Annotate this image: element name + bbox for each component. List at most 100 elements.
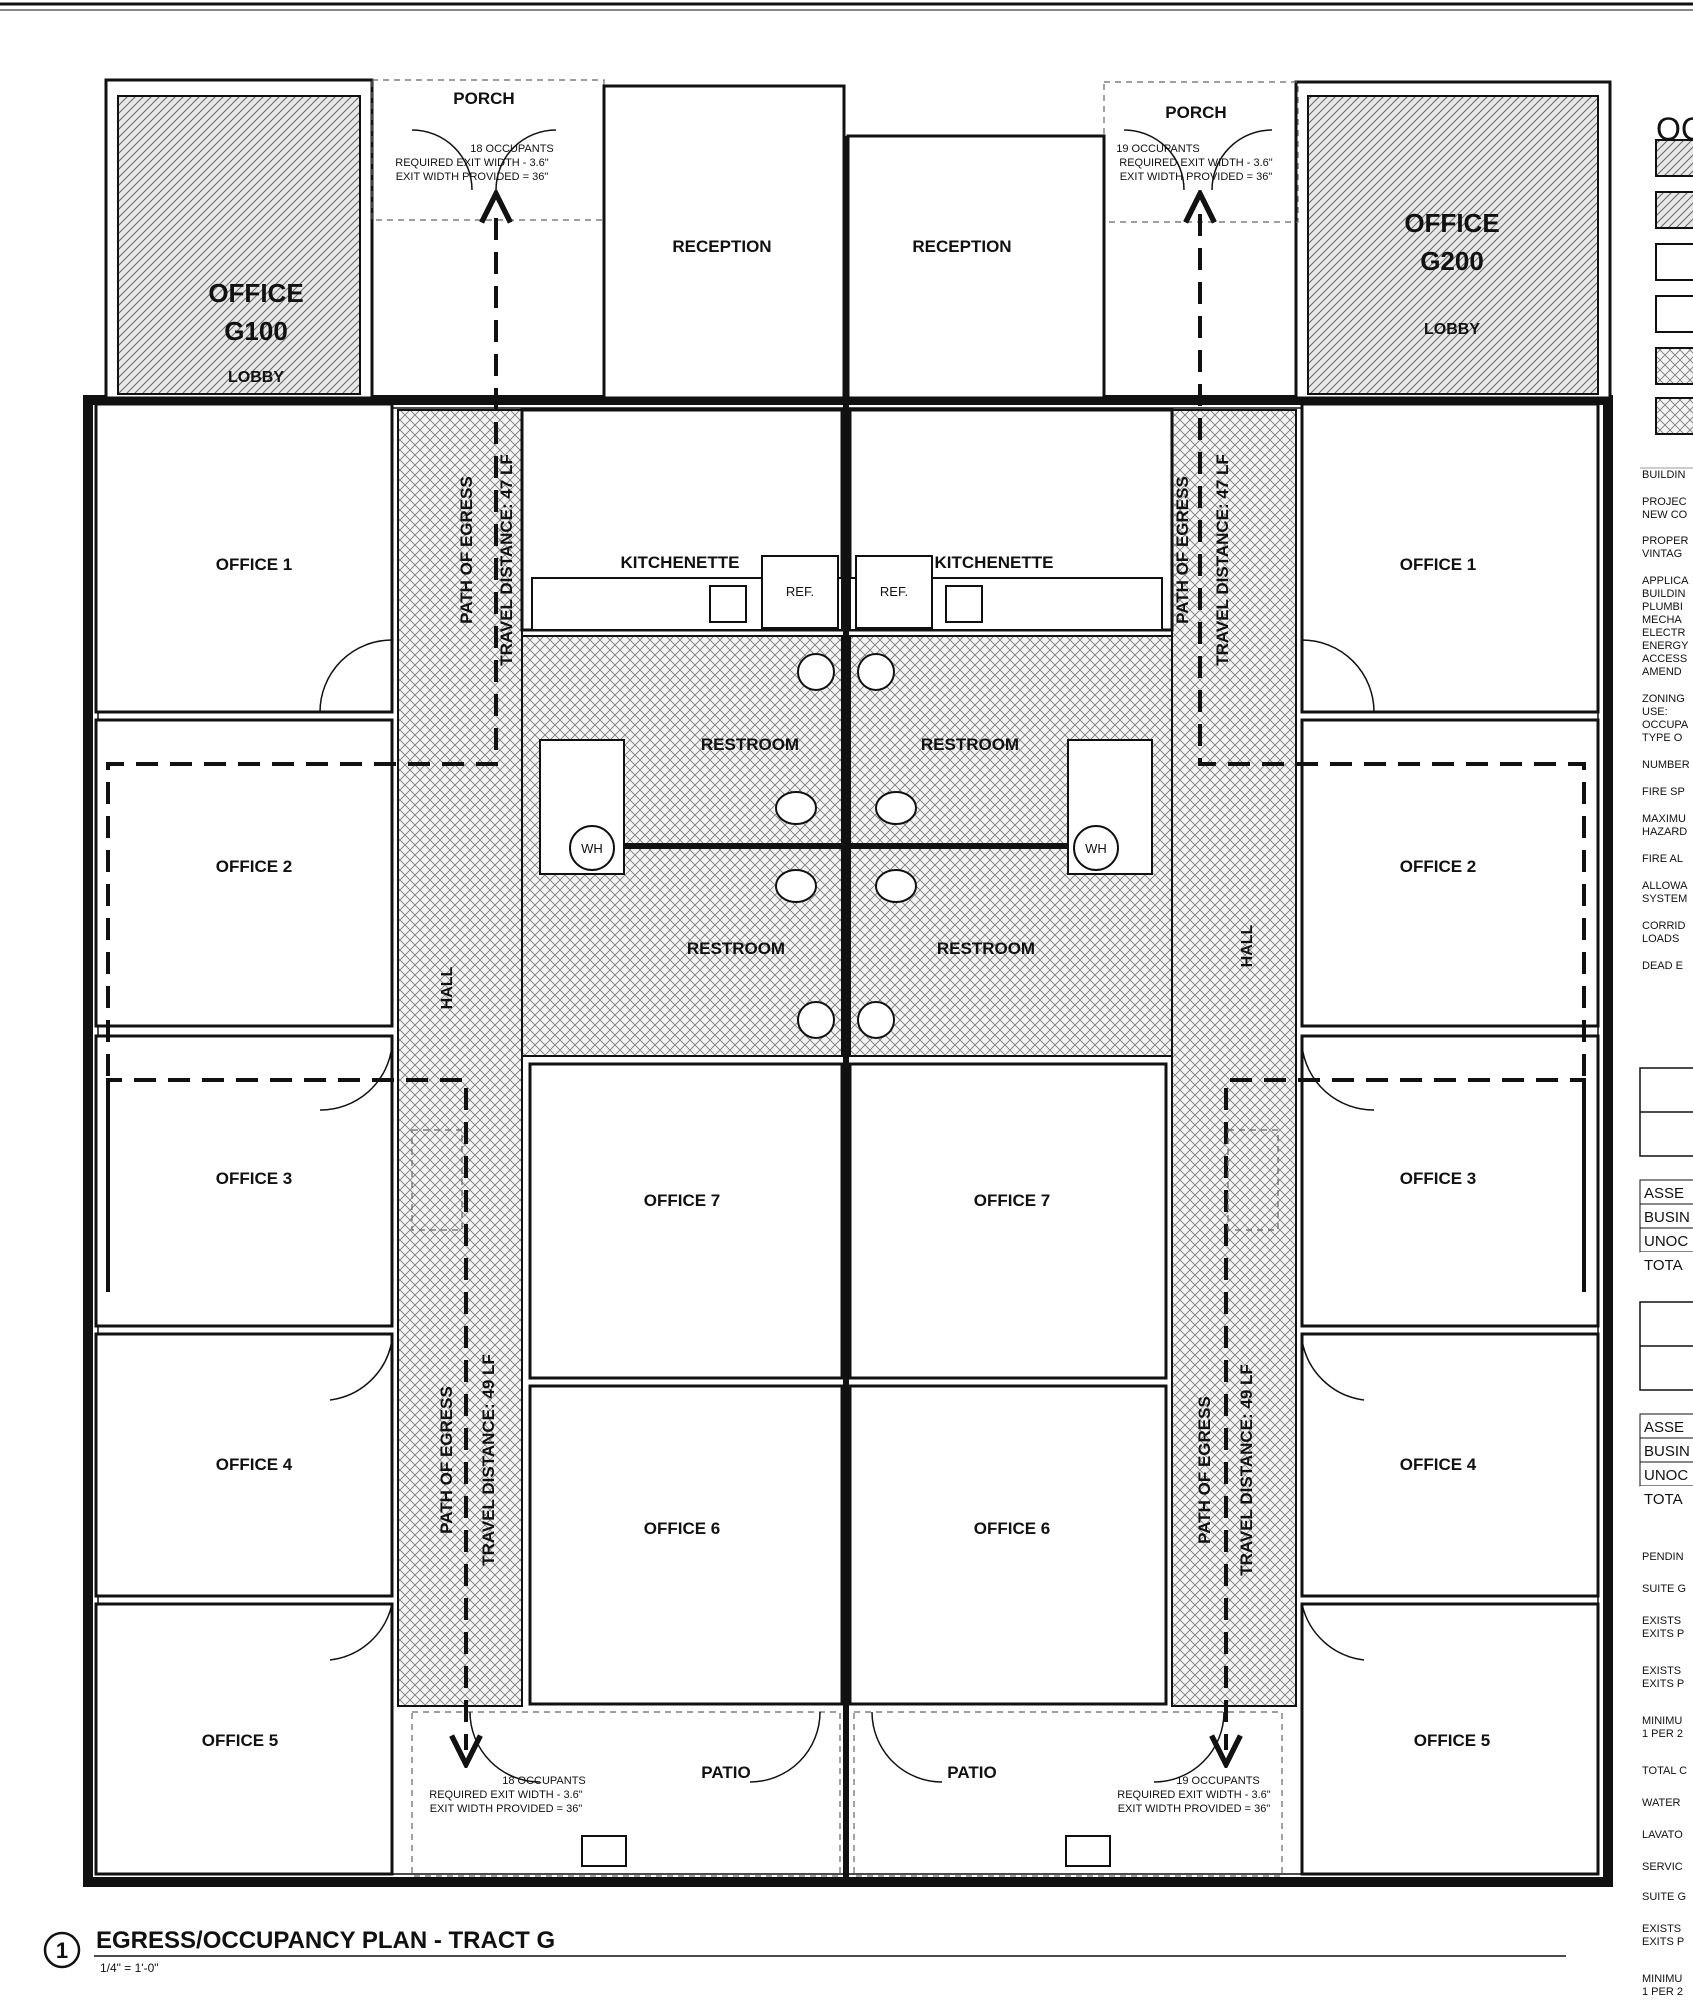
table-row-label: UNOC bbox=[1644, 1233, 1688, 1250]
wh-right-label: WH bbox=[1085, 841, 1107, 856]
office-3-right-label: OFFICE 3 bbox=[1400, 1169, 1477, 1188]
table-row-label: TOTA bbox=[1644, 1257, 1683, 1274]
general-note-line: ELECTR bbox=[1642, 627, 1685, 639]
general-note-line: TYPE O bbox=[1642, 732, 1683, 744]
kitchenette-left-label: KITCHENETTE bbox=[621, 553, 740, 572]
table-cell bbox=[1640, 1486, 1693, 1510]
office-7-right-label: OFFICE 7 bbox=[974, 1191, 1051, 1210]
office-5-right-label: OFFICE 5 bbox=[1414, 1731, 1491, 1750]
ref-left bbox=[761, 555, 839, 629]
office-7-left bbox=[528, 1062, 844, 1380]
general-note-line: FIRE AL bbox=[1642, 853, 1683, 865]
patio-right-note-3: EXIT WIDTH PROVIDED = 36" bbox=[1118, 1803, 1271, 1815]
general-note-line: ACCESS bbox=[1642, 653, 1687, 665]
office-6-right-label: OFFICE 6 bbox=[974, 1519, 1051, 1538]
lavatory-icon bbox=[797, 653, 835, 691]
office-6-right bbox=[848, 1384, 1168, 1706]
general-note-line: AMEND bbox=[1642, 666, 1682, 678]
legend-swatch bbox=[1655, 191, 1693, 229]
general-note-line: ALLOWA bbox=[1642, 880, 1688, 892]
legend-swatch bbox=[1655, 397, 1693, 435]
table-cell bbox=[1640, 1252, 1693, 1276]
sink-left-icon bbox=[709, 585, 747, 623]
patio-left-note-1: 18 OCCUPANTS bbox=[502, 1775, 586, 1787]
general-note-line: OCCUPA bbox=[1642, 719, 1689, 731]
sink-right-icon bbox=[945, 585, 983, 623]
egress-upper-right-distance: TRAVEL DISTANCE: 47 LF bbox=[1213, 454, 1232, 666]
ref-right bbox=[855, 555, 933, 629]
porch-left-note-1: 18 OCCUPANTS bbox=[470, 143, 554, 155]
pending-note-line: SUITE G bbox=[1642, 1891, 1686, 1903]
general-note-line: PLUMBI bbox=[1642, 601, 1683, 613]
pending-note-line: EXITS P bbox=[1642, 1678, 1684, 1690]
pending-note-line: MINIMU bbox=[1642, 1715, 1682, 1727]
pending-note-line: WATER bbox=[1642, 1797, 1681, 1809]
general-note-line: BUILDIN bbox=[1642, 469, 1685, 481]
office-g200-number: G200 bbox=[1420, 246, 1484, 276]
office-1-left-label: OFFICE 1 bbox=[216, 555, 293, 574]
lobby-g200-label: LOBBY bbox=[1424, 321, 1480, 338]
general-note-line: APPLICA bbox=[1642, 575, 1689, 587]
pending-note-line: 1 PER 2 bbox=[1642, 1986, 1683, 1998]
general-note-line: PROPER bbox=[1642, 535, 1689, 547]
hall-right bbox=[1171, 409, 1297, 1707]
legend-swatch bbox=[1655, 347, 1693, 385]
egress-lower-right-label: PATH OF EGRESS bbox=[1195, 1396, 1214, 1544]
general-note-line: MECHA bbox=[1642, 614, 1682, 626]
office-6-left-label: OFFICE 6 bbox=[644, 1519, 721, 1538]
porch-right-note-2: REQUIRED EXIT WIDTH - 3.6" bbox=[1119, 157, 1273, 169]
pending-note-line: MINIMU bbox=[1642, 1973, 1682, 1985]
egress-paths bbox=[106, 208, 1586, 1750]
drawing-scale: 1/4" = 1'-0" bbox=[100, 1961, 159, 1975]
office-2-right bbox=[1300, 718, 1600, 1028]
pending-note-line: EXITS P bbox=[1642, 1628, 1684, 1640]
pending-note-line: EXISTS bbox=[1642, 1665, 1681, 1677]
office-4-right-label: OFFICE 4 bbox=[1400, 1455, 1477, 1474]
porch-right-note-1: 19 OCCUPANTS bbox=[1116, 143, 1200, 155]
kitchenette-right-label: KITCHENETTE bbox=[935, 553, 1054, 572]
toilet-icon bbox=[775, 791, 817, 825]
table-row-label: BUSIN bbox=[1644, 1443, 1690, 1460]
reception-left bbox=[602, 84, 846, 400]
porch-right-note-3: EXIT WIDTH PROVIDED = 36" bbox=[1120, 171, 1273, 183]
restroom-label: RESTROOM bbox=[921, 735, 1019, 754]
pending-note-line: PENDIN bbox=[1642, 1551, 1684, 1563]
office-3-right bbox=[1300, 1034, 1600, 1328]
egress-lower-right-distance: TRAVEL DISTANCE: 49 LF bbox=[1237, 1364, 1256, 1576]
pending-note-line: EXISTS bbox=[1642, 1615, 1681, 1627]
general-note-line: VINTAG bbox=[1642, 548, 1682, 560]
general-note-line: USE: bbox=[1642, 706, 1668, 718]
patio-fixture-right-icon bbox=[1065, 1835, 1111, 1867]
door-swings bbox=[319, 129, 1375, 1783]
water-heater-right-icon bbox=[1073, 825, 1119, 871]
general-note-line: NUMBER bbox=[1642, 759, 1690, 771]
general-note-line: FIRE SP bbox=[1642, 786, 1685, 798]
pending-note-line: TOTAL C bbox=[1642, 1765, 1687, 1777]
restroom-label: RESTROOM bbox=[687, 939, 785, 958]
office-4-right bbox=[1300, 1332, 1600, 1598]
pending-note-line: EXISTS bbox=[1642, 1923, 1681, 1935]
lobby-g200 bbox=[1294, 80, 1612, 400]
office-2-right-label: OFFICE 2 bbox=[1400, 857, 1477, 876]
reception-right bbox=[846, 134, 1106, 400]
table-row-label: BUSIN bbox=[1644, 1209, 1690, 1226]
office-g100-number: G100 bbox=[224, 316, 288, 346]
ref-left-label: REF. bbox=[786, 584, 814, 599]
pending-note-line: SERVIC bbox=[1642, 1861, 1683, 1873]
table-row-label: ASSE bbox=[1644, 1419, 1684, 1436]
table-row-label: UNOC bbox=[1644, 1467, 1688, 1484]
egress-lower-left-label: PATH OF EGRESS bbox=[437, 1386, 456, 1534]
porch-left-note-2: REQUIRED EXIT WIDTH - 3.6" bbox=[395, 157, 549, 169]
hall-left-label: HALL bbox=[439, 966, 456, 1009]
office-3-left-label: OFFICE 3 bbox=[216, 1169, 293, 1188]
patio-right-label: PATIO bbox=[947, 1763, 996, 1782]
hall-left bbox=[397, 409, 523, 1707]
lavatory-icon bbox=[857, 653, 895, 691]
table-cell bbox=[1639, 1461, 1693, 1487]
lavatory-icon bbox=[857, 1001, 895, 1039]
office-1-right-label: OFFICE 1 bbox=[1400, 555, 1477, 574]
table-row-label: TOTA bbox=[1644, 1491, 1683, 1508]
